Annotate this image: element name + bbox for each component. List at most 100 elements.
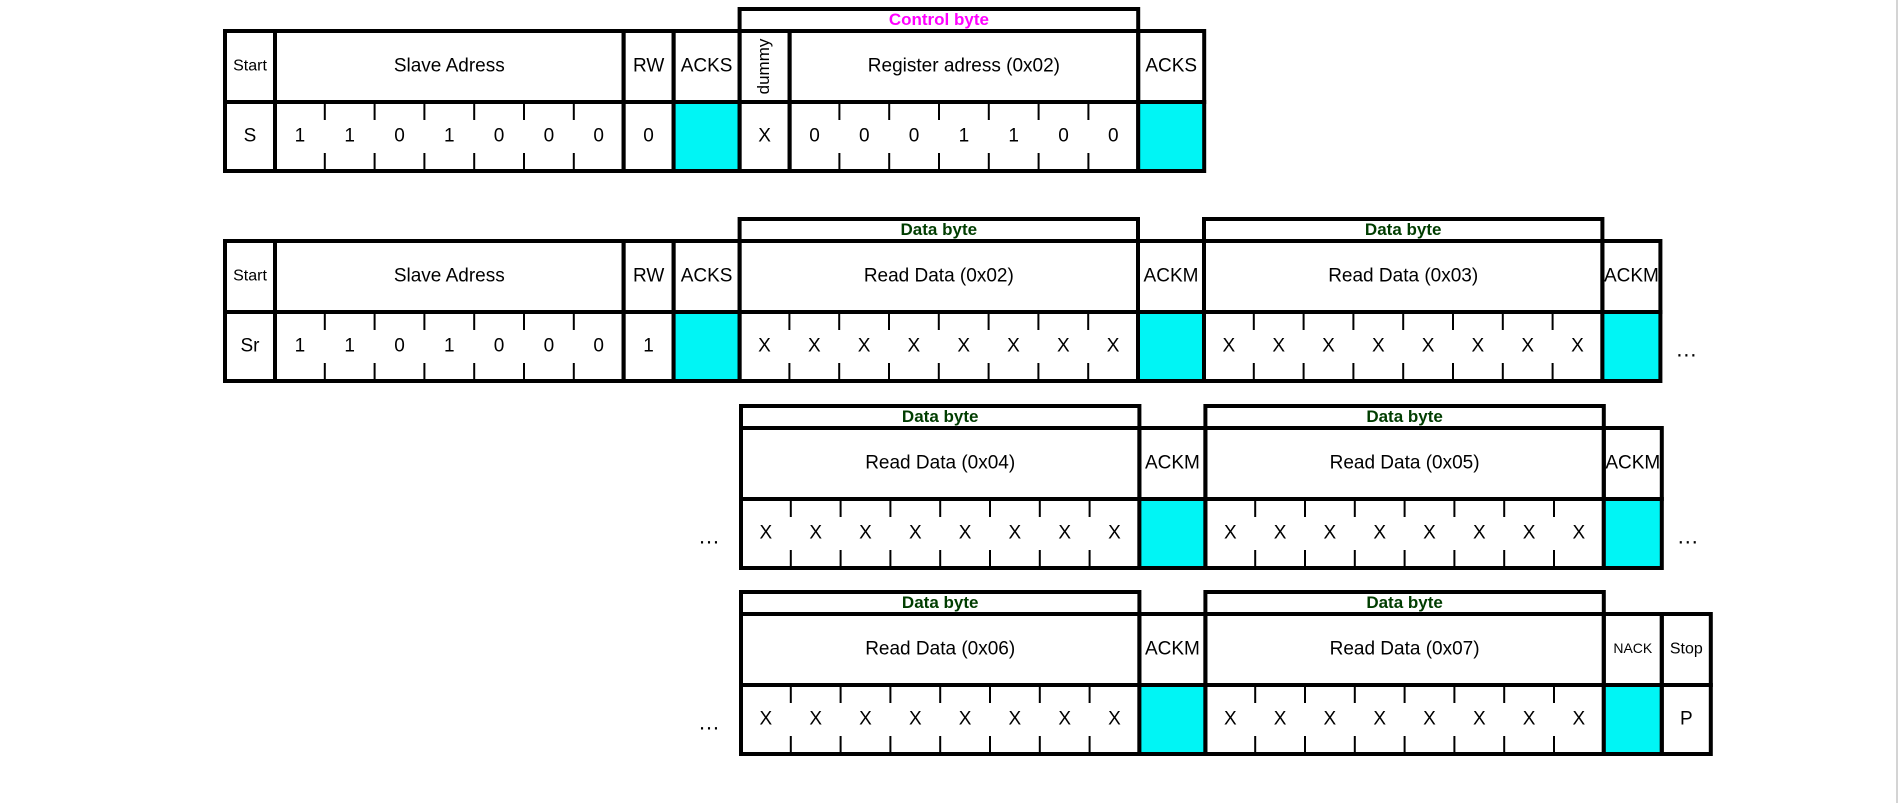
- bit-value: 0: [544, 336, 555, 357]
- bit-value: 1: [444, 126, 455, 147]
- bit-value: X: [859, 709, 872, 730]
- bit-value: X: [1108, 523, 1121, 544]
- bit-value: X: [1324, 523, 1337, 544]
- bit-value: X: [1373, 523, 1386, 544]
- bit-value: X: [1058, 523, 1071, 544]
- byte-group-bracket: [1203, 404, 1606, 430]
- bit-value: X: [1274, 709, 1287, 730]
- bit-value: 0: [544, 126, 555, 147]
- bit-value: X: [1007, 336, 1020, 357]
- start-condition-value: S: [244, 126, 257, 147]
- bit-value: X: [1573, 709, 1586, 730]
- stop-header-label: Stop: [1670, 641, 1703, 658]
- rw-header-label: RW: [633, 56, 664, 77]
- byte-group-bracket: [739, 590, 1142, 616]
- ack-header-label: ACKM: [1145, 639, 1200, 660]
- start-header-label: Start: [233, 58, 267, 75]
- value-cell-ack: [1601, 497, 1664, 570]
- bit-value: 0: [859, 126, 870, 147]
- data-byte-label: Data byte: [902, 407, 979, 426]
- field-header-label: Register adress (0x02): [868, 56, 1060, 77]
- ack-header-label: ACKS: [681, 266, 733, 287]
- bit-value: X: [1571, 336, 1584, 357]
- ellipsis-before: …: [698, 709, 720, 734]
- bit-value: 0: [394, 336, 405, 357]
- bit-value: X: [1521, 336, 1534, 357]
- bit-value: X: [1224, 709, 1237, 730]
- bit-value: X: [1423, 523, 1436, 544]
- ack-header-label: ACKS: [681, 56, 733, 77]
- bit-value: X: [1322, 336, 1335, 357]
- bit-value: X: [1107, 336, 1120, 357]
- bit-value: 0: [494, 336, 505, 357]
- field-header-label: Slave Adress: [394, 56, 505, 77]
- value-cell-stop: [1659, 683, 1713, 756]
- bit-value: X: [1009, 709, 1022, 730]
- bit-value: X: [859, 523, 872, 544]
- ack-header-label: ACKM: [1145, 453, 1200, 474]
- control-byte-label: Control byte: [889, 10, 989, 29]
- stop-condition-value: P: [1680, 709, 1693, 730]
- value-cell-ack: [1601, 683, 1664, 756]
- bit-value: X: [858, 336, 871, 357]
- bit-value: X: [1058, 709, 1071, 730]
- byte-group-bracket: [737, 7, 1141, 33]
- bit-value: X: [1523, 523, 1536, 544]
- bit-value: X: [758, 336, 771, 357]
- bit-value: X: [1523, 709, 1536, 730]
- value-cell-ack: [1136, 310, 1206, 383]
- bit-value: 1: [344, 336, 355, 357]
- field-header-label: Read Data (0x04): [865, 453, 1015, 474]
- bit-value: 1: [295, 126, 306, 147]
- data-byte-label: Data byte: [1366, 593, 1443, 612]
- bit-value: 1: [295, 336, 306, 357]
- bit-value: X: [1324, 709, 1337, 730]
- byte-group-bracket: [737, 217, 1140, 243]
- bit-value: X: [1108, 709, 1121, 730]
- rw-value: 0: [643, 126, 654, 147]
- bit-value: X: [1472, 336, 1485, 357]
- value-cell-ack: [671, 100, 742, 173]
- bit-value: 0: [593, 126, 604, 147]
- field-header-label: Read Data (0x03): [1328, 266, 1478, 287]
- rw-value: 1: [643, 336, 654, 357]
- bit-value: 1: [1008, 126, 1019, 147]
- scrollbar-track[interactable]: [1896, 0, 1898, 803]
- bit-value: X: [758, 126, 771, 147]
- bit-value: X: [1373, 709, 1386, 730]
- bit-value: X: [1473, 523, 1486, 544]
- bit-value: X: [959, 523, 972, 544]
- value-cell-ack: [1137, 683, 1208, 756]
- bit-value: 0: [394, 126, 405, 147]
- bit-value: X: [908, 336, 921, 357]
- bit-value: X: [809, 709, 822, 730]
- value-cell-ack: [671, 310, 742, 383]
- field-header-label: Read Data (0x02): [864, 266, 1014, 287]
- ellipsis-before: …: [698, 523, 720, 548]
- value-cell-ack: [1600, 310, 1663, 383]
- bit-value: X: [1223, 336, 1236, 357]
- data-byte-label: Data byte: [1365, 220, 1442, 239]
- bit-value: X: [1224, 523, 1237, 544]
- byte-group-bracket: [1203, 590, 1606, 616]
- bit-value: 0: [809, 126, 820, 147]
- bit-value: 0: [909, 126, 920, 147]
- bit-value: X: [808, 336, 821, 357]
- bit-value: X: [1423, 709, 1436, 730]
- data-byte-label: Data byte: [902, 593, 979, 612]
- start-condition-value: Sr: [241, 336, 261, 357]
- bit-value: X: [1274, 523, 1287, 544]
- rw-header-label: RW: [633, 266, 664, 287]
- bit-value: X: [1473, 709, 1486, 730]
- data-byte-label: Data byte: [1366, 407, 1443, 426]
- field-header-label: Slave Adress: [394, 266, 505, 287]
- bit-value: X: [1372, 336, 1385, 357]
- bit-value: 1: [444, 336, 455, 357]
- ack-header-label: ACKM: [1605, 453, 1660, 474]
- bit-value: X: [1573, 523, 1586, 544]
- ellipsis-after: …: [1675, 336, 1697, 361]
- start-header-label: Start: [233, 268, 267, 285]
- value-cell-ack: [1137, 497, 1208, 570]
- ack-header-label: NACK: [1613, 640, 1653, 656]
